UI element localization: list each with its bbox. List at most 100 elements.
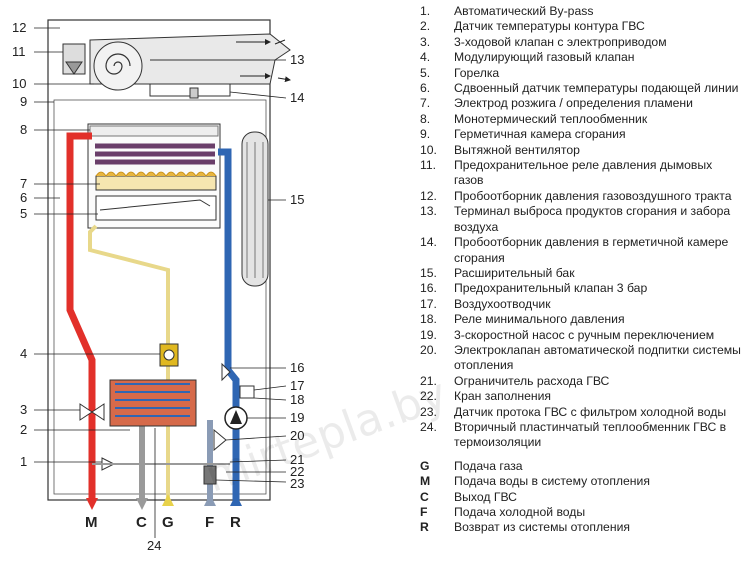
legend-number: 12. [420, 188, 437, 203]
air-vent [239, 385, 255, 399]
legend-item: 24.Вторичный пластинчатый теплообменник … [420, 420, 744, 451]
callout-21: 21 [290, 452, 304, 467]
callout-15: 15 [290, 192, 304, 207]
legend-number: 11. [420, 158, 437, 173]
legend-item: 9.Герметичная камера сгорания [420, 127, 744, 142]
legend-number: 21. [420, 373, 437, 388]
callout-4: 4 [20, 346, 27, 361]
letter-F: F [205, 514, 214, 531]
callout-6: 6 [20, 190, 27, 205]
callout-16: 16 [290, 360, 304, 375]
legend-text: Предохранительное реле давления дымовых … [454, 158, 713, 188]
legend-text: Монотермический теплообменник [454, 111, 648, 126]
callout-1: 1 [20, 454, 27, 469]
callout-20: 20 [290, 428, 304, 443]
legend-text: Модулирующий газовый клапан [454, 50, 635, 65]
legend-text: Сдвоенный датчик температуры подающей ли… [454, 81, 739, 96]
legend-number: 7. [420, 96, 431, 111]
letter-C: C [136, 514, 147, 531]
legend-item: 14. Пробоотборник давления в герметичной … [420, 235, 744, 266]
letter-M: M [85, 514, 98, 531]
callout-3: 3 [20, 402, 27, 417]
legend-item: 23. Датчик протока ГВС с фильтром холодно… [420, 405, 744, 420]
connections_legend-text: Выход ГВС [454, 489, 517, 504]
legend-number: 13. [420, 204, 437, 219]
callout-5: 5 [20, 206, 27, 221]
connections_legend-item: G Подача газа [420, 459, 744, 474]
legend-item: 19. 3-скоростной насос с ручным переключе… [420, 328, 744, 343]
callout-2: 2 [20, 422, 27, 437]
callout-9: 9 [20, 94, 27, 109]
letter-G: G [162, 514, 174, 531]
legend-text: Воздухоотводчик [454, 296, 551, 311]
callout-17: 17 [290, 378, 304, 393]
connections_legend-number: R [420, 520, 429, 535]
legend-text: Реле минимального давления [454, 312, 625, 327]
casing-inner [53, 99, 267, 495]
legend-number: 3. [420, 34, 431, 49]
callout-12: 12 [12, 20, 26, 35]
connection-arrows [86, 494, 242, 510]
legend-number: 20. [420, 342, 437, 357]
legend-text: 3-скоростной насос с ручным переключение… [454, 327, 715, 342]
legend-item: 21. Ограничитель расхода ГВС [420, 374, 744, 389]
legend-text: Датчик протока ГВС с фильтром холодной в… [454, 404, 727, 419]
legend-text: Электрод розжига / определения пламени [454, 96, 693, 111]
callout-18: 18 [290, 392, 304, 407]
legend-text: Вытяжной вентилятор [454, 142, 580, 157]
legend-item: 15.Расширительный бак [420, 266, 744, 281]
letter-R: R [230, 514, 241, 531]
legend-item: 16.Предохранительный клапан 3 бар [420, 281, 744, 296]
legend-number: 1. [420, 4, 431, 18]
legend-gap [420, 451, 744, 459]
three-way-valve [79, 403, 105, 421]
legend-item: 4.Модулирующий газовый клапан [420, 50, 744, 65]
legend-item: 6.Сдвоенный датчик температуры подающей … [420, 81, 744, 96]
legend-text: Пробоотборник давления в герметичной кам… [454, 235, 729, 265]
legend-text: Терминал выброса продуктов сгорания и за… [454, 204, 731, 234]
legend-text: Герметичная камера сгорания [454, 127, 626, 142]
legend-number: 23. [420, 404, 437, 419]
legend-item: 2.Датчик температуры контура ГВС [420, 19, 744, 34]
legend-text: Ограничитель расхода ГВС [454, 373, 610, 388]
gas-pipe [88, 224, 170, 500]
callout-7: 7 [20, 176, 27, 191]
callout-11: 11 [12, 44, 26, 59]
connections_legend-number: F [420, 505, 428, 519]
legend-text: Расширительный бак [454, 265, 575, 280]
legend-number: 10. [420, 142, 437, 157]
legend-number: 14. [420, 235, 437, 250]
connections_legend-number: M [420, 474, 431, 489]
legend-number: 18. [420, 312, 437, 327]
legend-item: 20. Электроклапан автоматической подпитки… [420, 343, 744, 374]
burner [95, 175, 217, 191]
legend-number: 2. [420, 19, 431, 34]
legend-text: Вторичный пластинчатый теплообменник ГВС… [454, 419, 727, 450]
connections_legend-item: C Выход ГВС [420, 490, 744, 505]
connections_legend-text: Подача газа [454, 458, 523, 473]
legend-number: 19. [420, 327, 437, 342]
legend-item: 8. Монотермический теплообменник [420, 112, 744, 127]
connections_legend-number: G [420, 458, 430, 473]
main-heat-exchanger [89, 125, 219, 137]
flow-pipe [66, 132, 96, 500]
legend-item: 10. Вытяжной вентилятор [420, 143, 744, 158]
boiler-casing [47, 19, 271, 501]
legend-text: Электроклапан автоматической подпитки си… [454, 342, 741, 373]
legend-number: 17. [420, 296, 437, 311]
callout-23: 23 [290, 476, 304, 491]
connections_legend-number: C [420, 489, 429, 504]
legend-text: Автоматический By-pass [454, 4, 594, 18]
legend-text: Горелка [454, 65, 500, 80]
fan [93, 41, 143, 91]
legend-item: 7. Электрод розжига / определения пламени [420, 96, 744, 111]
legend-item: 1. Автоматический By-pass [420, 4, 744, 19]
callout-24: 24 [147, 538, 161, 553]
legend-number: 5. [420, 65, 431, 80]
legend-item: 13. Терминал выброса продуктов сгорания и… [420, 204, 744, 235]
legend-item: 5. Горелка [420, 66, 744, 81]
legend-number: 8. [420, 111, 431, 126]
